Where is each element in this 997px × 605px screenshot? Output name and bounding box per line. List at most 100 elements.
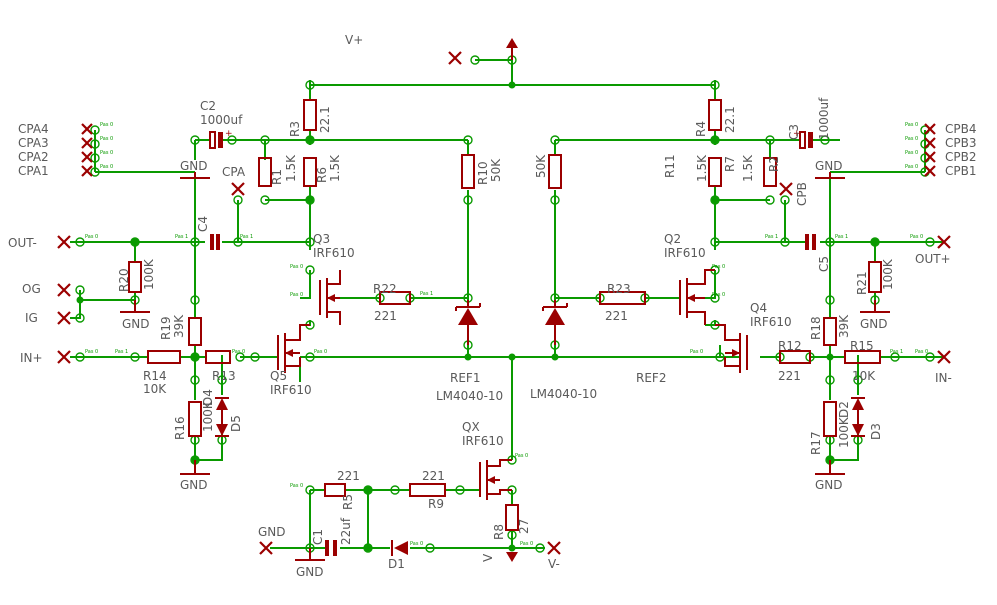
q5-name: Q5 bbox=[270, 369, 287, 383]
c2-name: C2 bbox=[200, 99, 216, 113]
conn-x-icon bbox=[924, 165, 936, 177]
gnd-symbol-r16 bbox=[180, 460, 210, 475]
gnd-label: GND bbox=[815, 478, 843, 492]
r6-body bbox=[303, 157, 317, 187]
r23-body bbox=[599, 291, 646, 305]
pad-label: Pas 1 bbox=[115, 349, 128, 355]
d1-name: D1 bbox=[388, 557, 405, 571]
r21-value: 100K bbox=[881, 258, 895, 290]
r3-body bbox=[303, 99, 317, 131]
r4-value: 22.1 bbox=[723, 106, 737, 133]
mosfets bbox=[277, 269, 748, 500]
cpa3-label: CPA3 bbox=[18, 136, 49, 150]
pad-label: Pas 0 bbox=[232, 349, 245, 355]
c4-plate-b bbox=[216, 234, 220, 250]
q4-symbol bbox=[715, 324, 748, 373]
r19-name: R19 bbox=[159, 316, 173, 340]
conn-x-icon bbox=[57, 350, 71, 364]
r2-body bbox=[763, 157, 777, 187]
c3-plate-a bbox=[799, 131, 806, 149]
ref1-name: REF1 bbox=[450, 371, 480, 385]
r9-name: R9 bbox=[428, 497, 444, 511]
r17-value: 100K bbox=[837, 416, 851, 448]
r5-value: 221 bbox=[337, 469, 360, 483]
q4-name: Q4 bbox=[750, 301, 767, 315]
pad-label: Pas 0 bbox=[410, 541, 423, 547]
pad-label: Pas 1 bbox=[240, 234, 253, 240]
r23-value: 221 bbox=[605, 309, 628, 323]
pad-label: Pas 0 bbox=[100, 122, 113, 128]
pad-label: Pas 0 bbox=[100, 150, 113, 156]
d5-symbol bbox=[216, 424, 228, 436]
pad-label: Pas 0 bbox=[910, 234, 923, 240]
c5-name: C5 bbox=[817, 256, 831, 272]
conn-x-icon bbox=[81, 151, 93, 163]
c1-plate-a bbox=[325, 540, 329, 556]
d2-symbol bbox=[852, 398, 864, 410]
c5-plate-a bbox=[805, 234, 809, 250]
conn-x-icon bbox=[57, 311, 71, 325]
gnd-label: GND bbox=[180, 478, 208, 492]
r13-body bbox=[205, 350, 231, 364]
conn-x-icon bbox=[259, 541, 273, 555]
r9-value: 221 bbox=[422, 469, 445, 483]
supply-symbols bbox=[120, 38, 890, 562]
ref2-value: LM4040-10 bbox=[530, 387, 597, 401]
c3-name: C3 bbox=[787, 124, 801, 140]
pad-label: Pas 1 bbox=[420, 291, 433, 297]
conn-x-icon bbox=[924, 151, 936, 163]
pad-label: Pas 0 bbox=[712, 292, 725, 298]
q2-symbol bbox=[679, 269, 715, 325]
r8-name: R8 bbox=[492, 524, 506, 540]
pad-label: Pas 0 bbox=[290, 483, 303, 489]
r13-name: R13 bbox=[212, 369, 236, 383]
d4-name: D4 bbox=[201, 389, 215, 406]
cpb1-label: CPB1 bbox=[945, 164, 976, 178]
r4-body bbox=[708, 99, 722, 131]
pad-label: Pas 0 bbox=[915, 349, 928, 355]
svg-text:+: + bbox=[793, 129, 801, 139]
pad-label: Pas 1 bbox=[890, 349, 903, 355]
r19-value: 39K bbox=[172, 314, 186, 338]
vminus-label: V- bbox=[548, 557, 560, 571]
pad-label: Pas 0 bbox=[905, 122, 918, 128]
pad-label: Pas 0 bbox=[100, 136, 113, 142]
pad-label: Pas 0 bbox=[100, 164, 113, 170]
in-plus-label: IN+ bbox=[20, 351, 43, 365]
c3-value: 1000uf bbox=[817, 97, 831, 140]
gnd-symbol-r17 bbox=[815, 460, 845, 475]
conn-x-icon bbox=[547, 541, 561, 555]
conn-x-icon bbox=[57, 283, 71, 297]
resistors bbox=[128, 99, 882, 531]
r5-name: R5 bbox=[341, 494, 355, 510]
c1-plate-b bbox=[333, 540, 337, 556]
q2-name: Q2 bbox=[664, 232, 681, 246]
pad-label: Pas 0 bbox=[905, 164, 918, 170]
d2-name: D2 bbox=[837, 401, 851, 418]
cpa1-label: CPA1 bbox=[18, 164, 49, 178]
r10-name: R10 bbox=[476, 161, 490, 185]
gnd-label: GND bbox=[860, 317, 888, 331]
r16-body bbox=[188, 401, 202, 437]
r8-value: 27 bbox=[517, 519, 531, 534]
gnd-symbol-r20 bbox=[120, 300, 150, 313]
gnd-symbol-c1 bbox=[295, 548, 325, 561]
svg-text:+: + bbox=[225, 129, 233, 139]
conn-x-icon bbox=[937, 350, 951, 364]
r19-body bbox=[188, 317, 202, 346]
c1-value: 22uf bbox=[339, 517, 353, 545]
cpb4-label: CPB4 bbox=[945, 122, 976, 136]
c3-plate-b bbox=[808, 132, 813, 148]
r1-body bbox=[258, 157, 272, 187]
pad-label: Pas 0 bbox=[85, 349, 98, 355]
q3-symbol bbox=[319, 270, 341, 325]
r2-name: R2 bbox=[767, 156, 781, 172]
pad-label: Pas 0 bbox=[314, 349, 327, 355]
r4-name: R4 bbox=[694, 121, 708, 137]
r6-value: 1.5K bbox=[328, 154, 342, 182]
gnd-symbol-c2 bbox=[180, 172, 210, 179]
conn-x-icon bbox=[81, 137, 93, 149]
r17-body bbox=[823, 401, 837, 437]
og-label: OG bbox=[22, 282, 41, 296]
conn-x-icon bbox=[448, 51, 462, 65]
